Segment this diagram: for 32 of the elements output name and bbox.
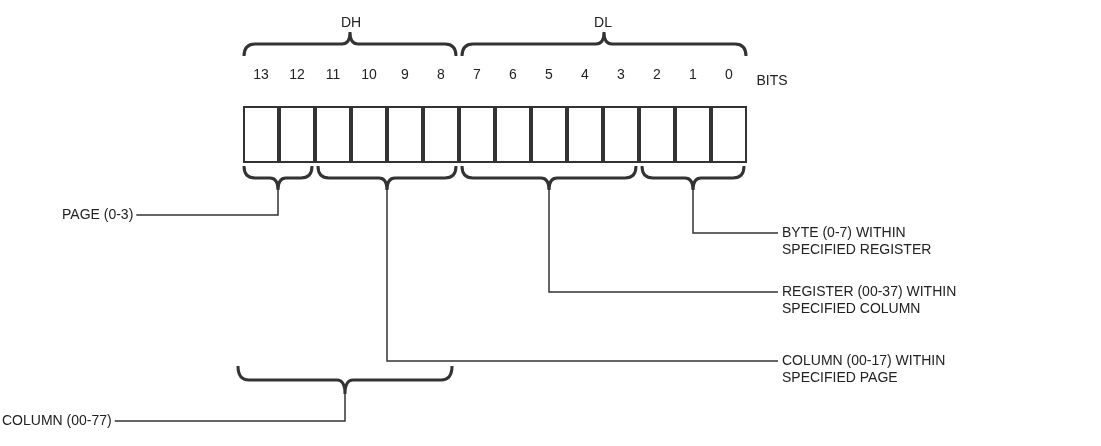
byte-label: DH (340, 14, 362, 30)
bit-number: 10 (361, 66, 377, 82)
bracket (317, 166, 457, 190)
bit-number: 1 (689, 66, 697, 82)
bit-number: 2 (653, 66, 661, 82)
bracket (461, 166, 637, 190)
bit-number: 13 (253, 66, 269, 82)
leader-line (548, 189, 779, 293)
leader-line (692, 189, 779, 234)
bit-number: 4 (581, 66, 589, 82)
bit-number: 0 (725, 66, 733, 82)
bit-number: 3 (617, 66, 625, 82)
bit-number: 7 (473, 66, 481, 82)
byte-label: DL (594, 14, 612, 30)
bracket (243, 166, 313, 190)
bit-number: 12 (289, 66, 305, 82)
field-description: COLUMN (00-77) (2, 412, 112, 429)
bit-number: 5 (545, 66, 553, 82)
leader-line (113, 393, 346, 422)
bracket (641, 166, 745, 190)
bit-number: 9 (401, 66, 409, 82)
leader-line (386, 189, 779, 362)
field-description: BYTE (0-7) WITHIN SPECIFIED REGISTER (782, 224, 952, 258)
bit-number: 11 (325, 66, 341, 82)
bit-number: 6 (509, 66, 517, 82)
axis-label: BITS (756, 72, 788, 88)
field-description: REGISTER (00-37) WITHIN SPECIFIED COLUMN (782, 283, 997, 317)
bracket (237, 366, 453, 394)
bit-number: 8 (437, 66, 445, 82)
field-description: PAGE (0-3) (62, 206, 134, 223)
leader-line (135, 189, 279, 216)
field-description: COLUMN (00-17) WITHIN SPECIFIED PAGE (782, 352, 982, 386)
